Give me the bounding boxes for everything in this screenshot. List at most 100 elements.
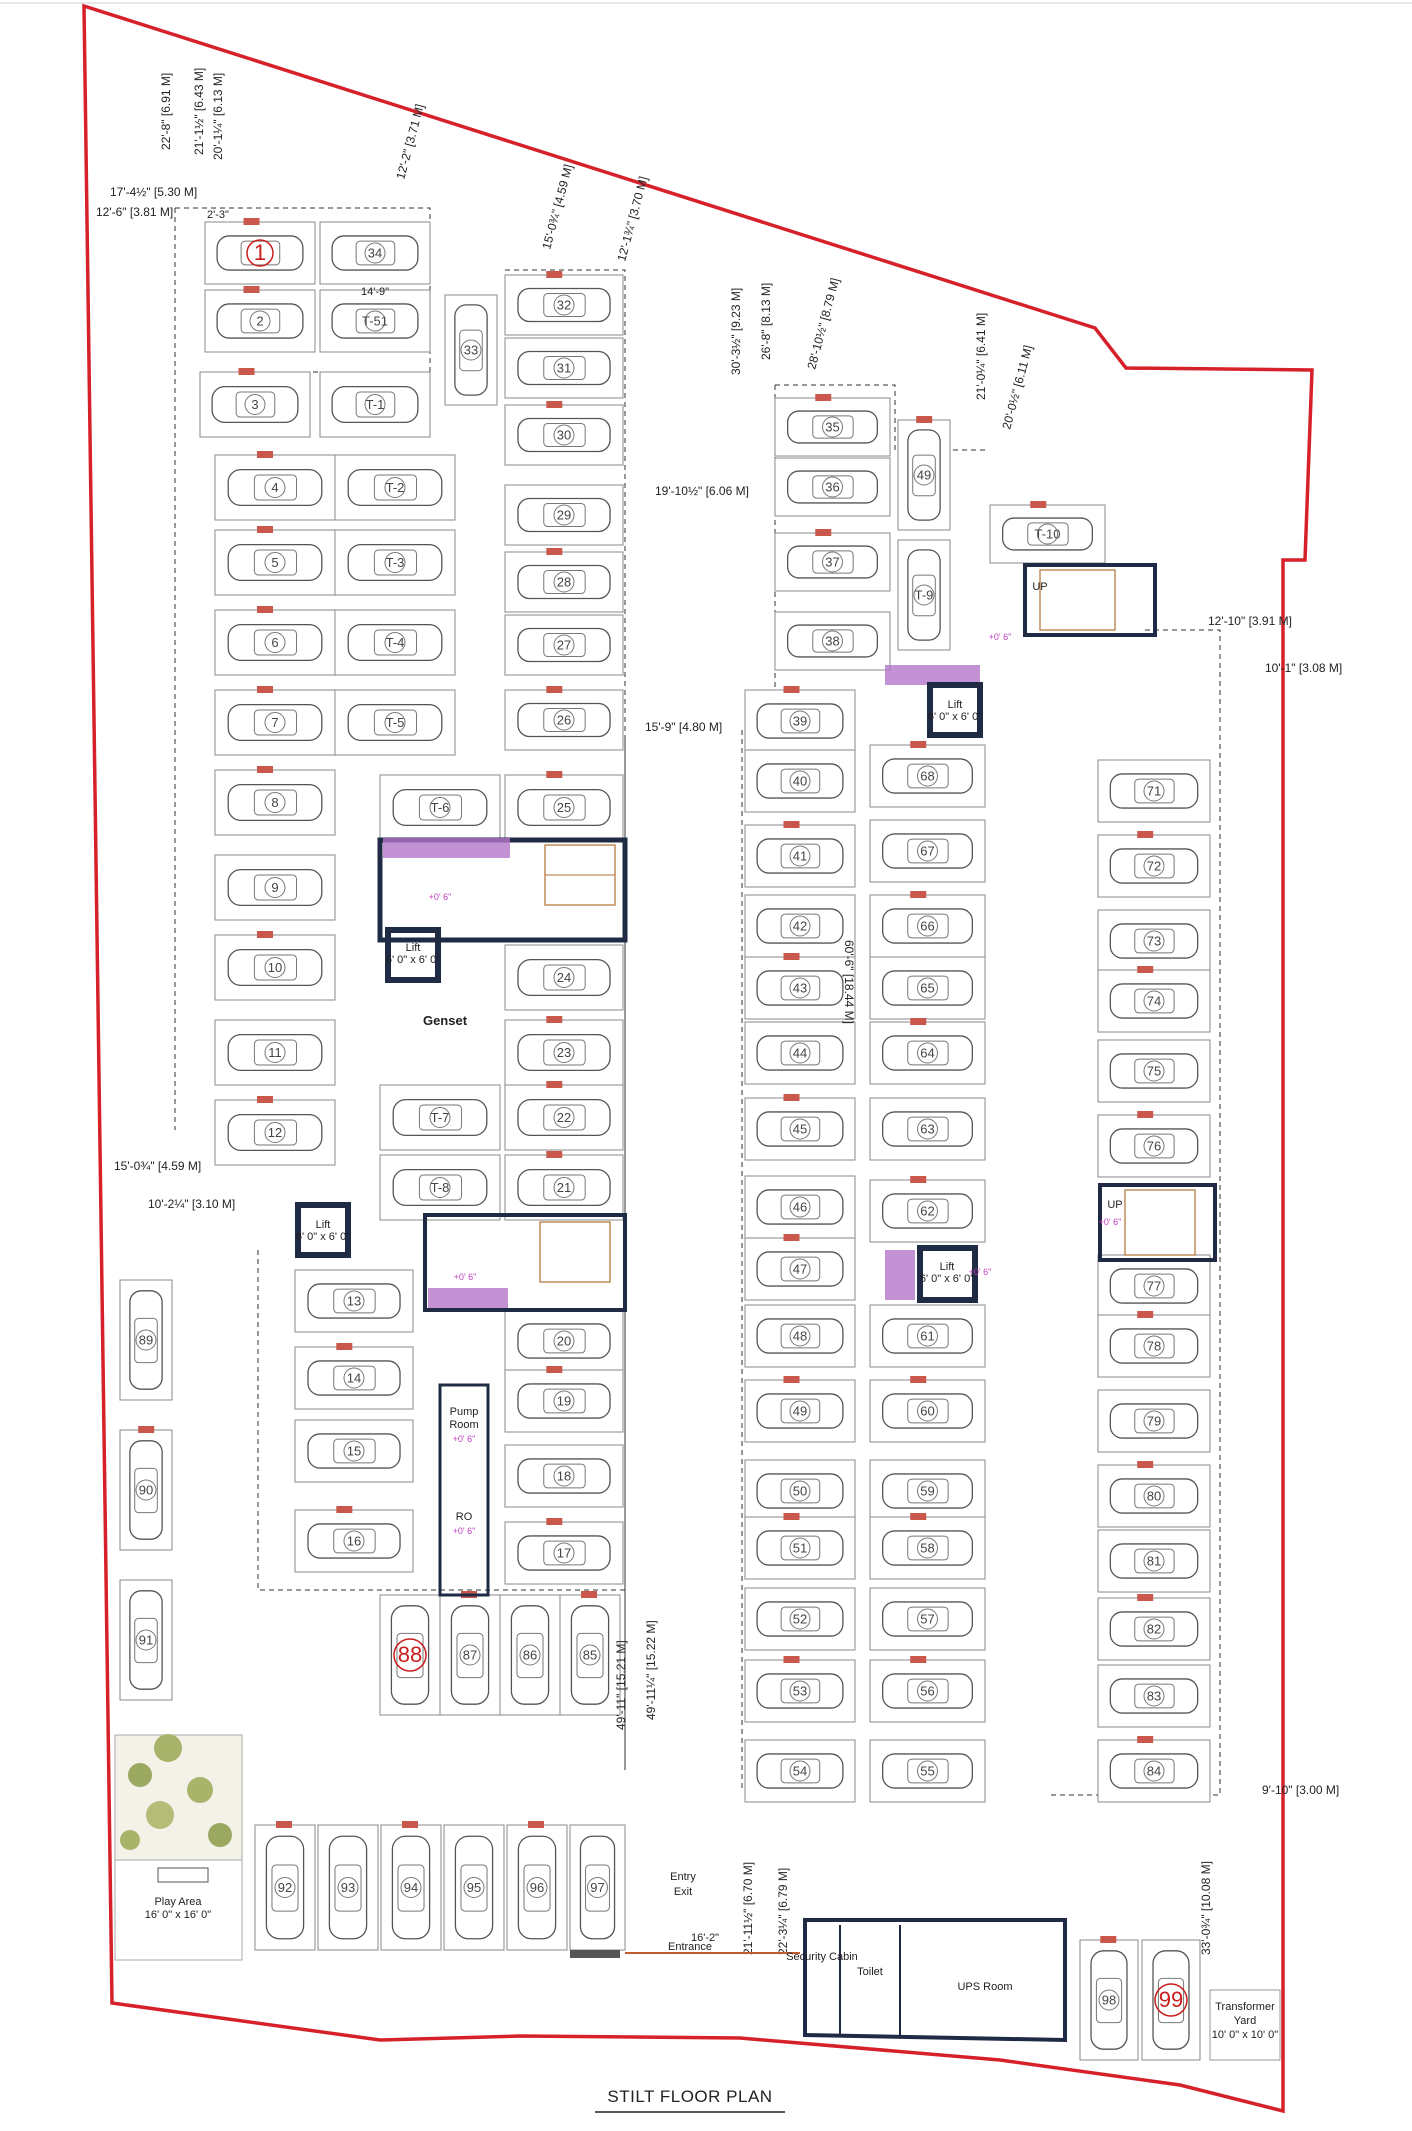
entrance-label: Entrance (668, 1941, 712, 1953)
stall-number: T-6 (431, 800, 450, 815)
parking-stall-39: 39 (744, 689, 856, 753)
parking-stall-48: 48 (744, 1304, 856, 1368)
stall-number: 90 (139, 1482, 153, 1497)
stall-number: 5 (271, 555, 278, 570)
stall-number: 28 (557, 574, 571, 589)
ups-label: UPS Room (957, 1981, 1012, 1993)
dimension-15: 12'-10" [3.91 M] (1208, 614, 1292, 628)
play-area-size: 16' 0" x 16' 0" (145, 1909, 212, 1921)
parking-stall-4: 4 (214, 454, 336, 521)
parking-stall-56: 56 (869, 1659, 986, 1723)
site-boundary (82, 3, 1314, 2114)
stall-number: 40 (793, 773, 807, 788)
parking-stall-29: 29 (504, 484, 624, 546)
parking-stall-57: 57 (869, 1587, 986, 1651)
parking-stall-T-9: T-9 (897, 539, 951, 651)
lift-size-1: 6' 0" x 6' 0" (386, 954, 440, 966)
parking-stall-74: 74 (1097, 969, 1211, 1033)
stall-number: 13 (347, 1293, 361, 1308)
stall-number: 43 (793, 980, 807, 995)
stall-number: 85 (583, 1647, 597, 1662)
parking-stall-88: 88 (379, 1594, 441, 1716)
stall-number: 41 (793, 848, 807, 863)
stall-number: 76 (1147, 1138, 1161, 1153)
toilet-label: Toilet (857, 1966, 883, 1978)
parking-stall-63: 63 (869, 1097, 986, 1161)
stall-number: T-51 (362, 313, 388, 328)
stall-number: 6 (271, 635, 278, 650)
stall-number: 71 (1147, 783, 1161, 798)
staircase-1 (544, 844, 616, 906)
dimension-20: 60'-6" [18.44 M] (842, 940, 856, 1024)
parking-stall-18: 18 (504, 1444, 624, 1508)
stall-number: T-7 (431, 1110, 450, 1125)
dimension-9: 30'-3½" [9.23 M] (729, 288, 743, 375)
stall-number: T-5 (386, 715, 405, 730)
parking-stall-85: 85 (559, 1594, 621, 1716)
level-mark-6: +0' 6" (969, 1267, 992, 1277)
dimension-16: 10'-1" [3.08 M] (1265, 661, 1342, 675)
stall-number: 52 (793, 1611, 807, 1626)
stall-number: 89 (139, 1332, 153, 1347)
dimension-22: 49'-11¼" [15.22 M] (644, 1620, 658, 1720)
stall-number: 63 (920, 1121, 934, 1136)
core-left-top: Lift 6' 0" x 6' 0" +0' 6" Genset (377, 837, 628, 1028)
genset-label: Genset (423, 1013, 468, 1028)
stall-number: 22 (557, 1110, 571, 1125)
parking-stall-7: 7 (214, 689, 336, 756)
stall-number: 83 (1147, 1688, 1161, 1703)
stall-number: 53 (793, 1683, 807, 1698)
entry-label: Entry (670, 1871, 696, 1883)
dimension-26: 22'-3¼" [6.79 M] (776, 1868, 790, 1955)
stall-number: 98 (1102, 1992, 1116, 2007)
stall-number: 50 (793, 1483, 807, 1498)
parking-stall-30: 30 (504, 404, 624, 466)
stall-number: 29 (557, 507, 571, 522)
lift-shaft-3 (927, 682, 983, 738)
parking-stall-26: 26 (504, 689, 624, 751)
stall-number: 84 (1147, 1763, 1161, 1778)
lift-label-1: Lift (406, 942, 421, 954)
stall-number: 2 (256, 313, 263, 328)
parking-stall-49: 49 (744, 1379, 856, 1443)
parking-stall-41: 41 (744, 824, 856, 888)
stall-number: 18 (557, 1468, 571, 1483)
up-label-1: UP (1032, 581, 1047, 593)
stall-number: 96 (530, 1880, 544, 1895)
stall-number: 23 (557, 1045, 571, 1060)
parking-stall-31: 31 (504, 337, 624, 399)
stall-number: 59 (920, 1483, 934, 1498)
stall-number: 54 (793, 1763, 807, 1778)
stall-number: 55 (920, 1763, 934, 1778)
stall-number: 46 (793, 1199, 807, 1214)
pump-room-label-1: Pump (450, 1406, 479, 1418)
stall-number: 42 (793, 918, 807, 933)
parking-stall-T-2: T-2 (334, 454, 456, 521)
dimension-19: 10'-2¼" [3.10 M] (148, 1197, 235, 1211)
stall-number: 91 (139, 1632, 153, 1647)
stall-number: T-3 (386, 555, 405, 570)
dimension-14: 19'-10½" [6.06 M] (655, 484, 749, 498)
stall-number: 32 (557, 297, 571, 312)
stall-number: 38 (825, 633, 839, 648)
transformer-yard: Transformer Yard 10' 0" x 10' 0" (1209, 1989, 1281, 2061)
pump-room (438, 1383, 490, 1597)
parking-stall-95: 95 (443, 1824, 505, 1951)
stall-number: 97 (590, 1880, 604, 1895)
parking-stall-32: 32 (504, 274, 624, 336)
stall-number: T-8 (431, 1180, 450, 1195)
parking-stall-91: 91 (119, 1579, 173, 1701)
dimension-17: 15'-9" [4.80 M] (645, 720, 722, 734)
parking-stall-20: 20 (504, 1309, 624, 1373)
parking-stall-24: 24 (504, 944, 624, 1011)
lift-size-3: 6' 0" x 6' 0" (928, 711, 982, 723)
stall-number: 8 (271, 795, 278, 810)
parking-stall-T-6: T-6 (379, 774, 501, 841)
stall-number: 12 (268, 1125, 282, 1140)
stall-number: 14 (347, 1370, 361, 1385)
parking-stall-58: 58 (869, 1516, 986, 1580)
parking-stall-T-10: T-10 (989, 504, 1106, 564)
stall-number: 27 (557, 637, 571, 652)
lift-lobby-4 (885, 1250, 915, 1300)
stall-number: 64 (920, 1045, 934, 1060)
